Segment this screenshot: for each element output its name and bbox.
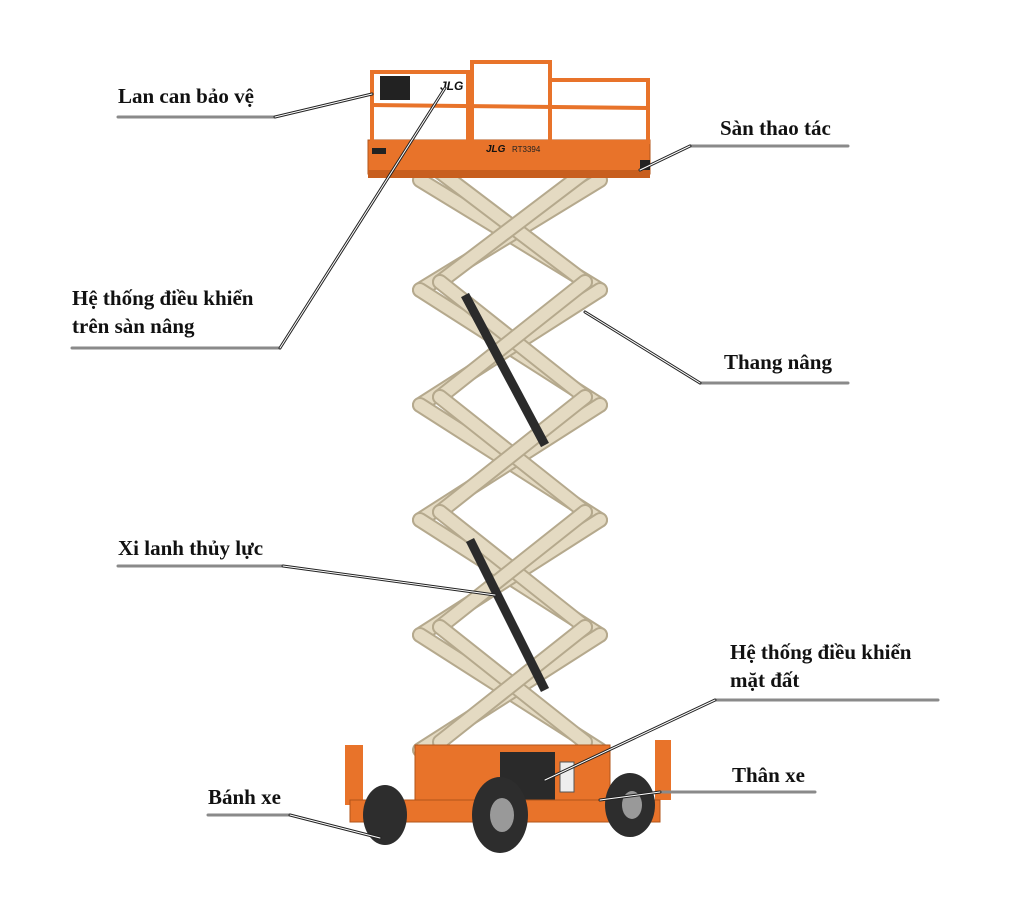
leader-line-inner bbox=[289, 814, 381, 839]
leader-lines bbox=[70, 86, 940, 840]
leader-line-inner bbox=[584, 311, 701, 384]
leader-line-inner bbox=[282, 565, 496, 596]
label-platform-control-1: Hệ thống điều khiển bbox=[72, 286, 254, 310]
label-ground-control-1: Hệ thống điều khiển bbox=[730, 640, 912, 664]
brand-logo: JLG bbox=[440, 79, 463, 93]
brand-logo-platform: JLG bbox=[486, 144, 506, 155]
label-platform-control-2: trên sàn nâng bbox=[72, 314, 195, 338]
work-platform: JLG JLG RT3394 bbox=[367, 60, 651, 178]
leader-line-inner bbox=[639, 145, 691, 171]
model-number: RT3394 bbox=[512, 145, 541, 154]
label-platform: Sàn thao tác bbox=[720, 116, 831, 140]
label-scissor-arms: Thang nâng bbox=[724, 350, 832, 374]
scissor-arms bbox=[412, 164, 608, 758]
label-wheel: Bánh xe bbox=[208, 785, 281, 809]
leader-line-inner bbox=[599, 791, 661, 801]
scissor-beam bbox=[434, 276, 591, 403]
leader-line-inner bbox=[274, 93, 373, 118]
leader-line-inner bbox=[279, 87, 446, 349]
scissor-beam bbox=[434, 391, 591, 518]
label-ground-control-2: mặt đất bbox=[730, 668, 800, 692]
scissor-beam bbox=[434, 506, 591, 633]
label-hydraulic-cylinder: Xi lanh thủy lực bbox=[118, 536, 264, 560]
leader-line-inner bbox=[544, 699, 716, 781]
label-guardrail: Lan can bảo vệ bbox=[118, 84, 254, 108]
scissor-beam bbox=[434, 166, 591, 288]
hydraulic-cylinders bbox=[461, 292, 550, 693]
wheels bbox=[363, 773, 655, 853]
scissor-beam bbox=[434, 621, 591, 748]
label-chassis: Thân xe bbox=[732, 763, 805, 787]
